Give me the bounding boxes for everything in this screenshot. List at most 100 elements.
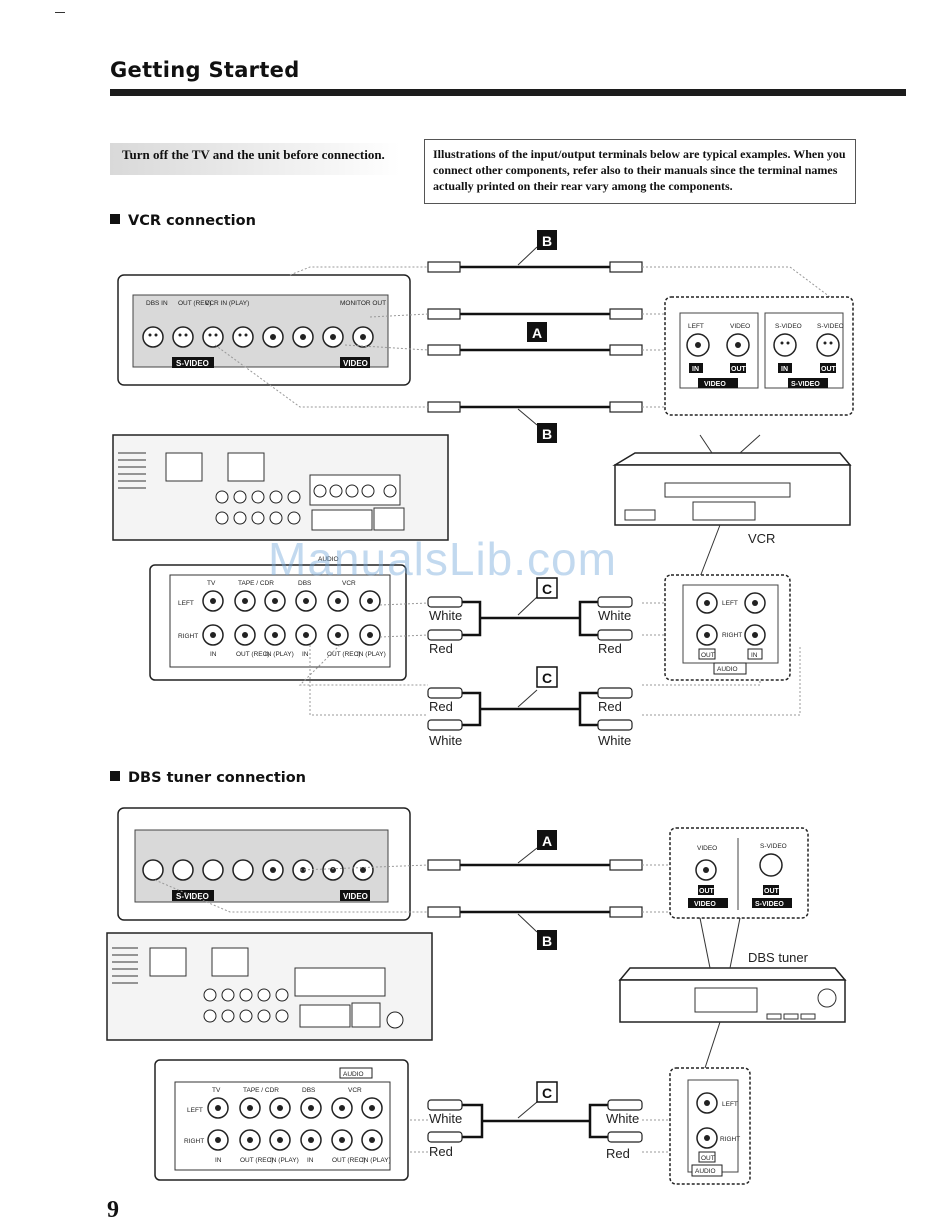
tuner-terminal-panel [669, 827, 809, 919]
vcr-section-heading: VCR connection [110, 213, 256, 229]
monitor-out-label: MONITOR OUT [340, 300, 386, 307]
video-tag: VIDEO [343, 892, 368, 901]
svg-text:LEFT: LEFT [722, 1101, 738, 1108]
svg-text:VIDEO: VIDEO [694, 901, 716, 908]
svg-text:LEFT: LEFT [187, 1107, 203, 1114]
right-label: RIGHT [178, 633, 198, 640]
white-plug-label: White [598, 733, 631, 748]
svg-text:OUT: OUT [731, 366, 747, 373]
audio-label: AUDIO [318, 556, 339, 563]
white-plug-label: White [429, 733, 462, 748]
red-plug-label: Red [598, 641, 622, 656]
svg-text:OUT: OUT [701, 652, 715, 659]
video-cables [460, 265, 610, 409]
cable-c-marker [536, 577, 558, 599]
svg-text:DBS: DBS [302, 1087, 316, 1094]
svg-text:IN (PLAY): IN (PLAY) [270, 1157, 299, 1164]
dbs-connection-diagram: S-VIDEO VIDEO A B VIDEO S-VIDEO OUT OUT … [106, 807, 847, 1185]
left-label: LEFT [178, 600, 194, 607]
svg-text:VCR: VCR [348, 1087, 362, 1094]
tv-label: TV [207, 580, 216, 587]
corner-mark [55, 12, 65, 13]
tuner-svideo-label: S-VIDEO [760, 843, 787, 850]
vcr-label: VCR [342, 580, 356, 587]
out-rec-label: OUT (REC) [327, 651, 360, 658]
svg-text:IN: IN [692, 366, 699, 373]
cable-b-marker [537, 230, 557, 250]
svg-text:AUDIO: AUDIO [695, 1168, 716, 1175]
cable-c-marker [536, 666, 558, 688]
cable-a-marker [527, 322, 547, 342]
svideo-tag: S-VIDEO [176, 359, 209, 368]
svg-text:IN: IN [307, 1157, 314, 1164]
vcr-out-label: OUT (REC) [178, 300, 211, 307]
svideo-jack-icon [232, 326, 254, 348]
vcr-in-label: VCR IN (PLAY) [205, 300, 249, 307]
svg-text:OUT: OUT [764, 888, 780, 895]
svg-text:RIGHT: RIGHT [720, 1136, 740, 1143]
cable-a-marker [537, 830, 557, 850]
audio-cables [462, 1103, 608, 1139]
red-plug-label: Red [429, 699, 453, 714]
svideo-jack-icon [142, 326, 164, 348]
svideo-jack-icon [172, 326, 194, 348]
note-box: Illustrations of the input/output termin… [424, 139, 856, 204]
svg-text:B: B [542, 233, 552, 249]
svg-text:OUT: OUT [699, 888, 715, 895]
svg-text:IN (PLAY): IN (PLAY) [362, 1157, 391, 1164]
page-title: Getting Started [110, 58, 300, 82]
svg-text:TV: TV [212, 1087, 221, 1094]
white-plug-label: White [429, 608, 462, 623]
svg-text:OUT (REC): OUT (REC) [240, 1157, 273, 1164]
vcr-device [612, 452, 852, 466]
vcr-audio-right-label: RIGHT [722, 632, 742, 639]
svg-text:VIDEO: VIDEO [704, 381, 726, 388]
title-rule [110, 89, 906, 96]
in-play-label: IN (PLAY) [357, 651, 386, 658]
vcr-video-label: VIDEO [730, 323, 750, 330]
svg-text:IN: IN [781, 366, 788, 373]
tuner-video-label: VIDEO [697, 845, 717, 852]
red-plug-label: Red [598, 699, 622, 714]
svg-text:A: A [542, 833, 552, 849]
vcr-svideo-label: S-VIDEO [775, 323, 802, 330]
vcr-audio-left-label: LEFT [722, 600, 738, 607]
svg-text:TAPE / CDR: TAPE / CDR [243, 1087, 279, 1094]
dbs-section-heading: DBS tuner connection [110, 770, 306, 786]
svideo-jack-icon [202, 326, 224, 348]
svg-text:AUDIO: AUDIO [717, 666, 738, 673]
white-plug-label: White [598, 608, 631, 623]
in-play-label: IN (PLAY) [265, 651, 294, 658]
red-plug-label: Red [606, 1146, 630, 1161]
svg-text:C: C [542, 581, 552, 597]
svg-text:B: B [542, 933, 552, 949]
bullet-square-icon [110, 214, 120, 224]
red-plug-label: Red [429, 641, 453, 656]
svg-text:IN: IN [751, 652, 758, 659]
cable-c-marker [536, 1081, 558, 1103]
svg-text:C: C [542, 670, 552, 686]
svg-text:RIGHT: RIGHT [184, 1138, 204, 1145]
dbs-in-label: DBS IN [146, 300, 168, 307]
svg-text:OUT: OUT [821, 366, 837, 373]
vcr-device-label: VCR [748, 531, 775, 546]
svg-text:A: A [532, 325, 542, 341]
svg-text:S-VIDEO: S-VIDEO [791, 381, 820, 388]
dbs-label: DBS [298, 580, 312, 587]
svg-text:OUT (REC): OUT (REC) [332, 1157, 365, 1164]
in-label: IN [302, 651, 309, 658]
svg-text:OUT: OUT [701, 1155, 715, 1162]
dbs-tuner-device [618, 967, 847, 981]
audio-label: AUDIO [343, 1071, 364, 1078]
cable-b-marker [537, 423, 557, 443]
svg-text:B: B [542, 426, 552, 442]
tape-cdr-label: TAPE / CDR [238, 580, 274, 587]
dbs-tuner-label: DBS tuner [748, 950, 809, 965]
vcr-left-label: LEFT [688, 323, 704, 330]
warning-text: Turn off the TV and the unit before conn… [110, 143, 400, 175]
cable-b-marker [537, 930, 557, 950]
watermark: ManualsLib.com [268, 533, 617, 585]
vcr-connection-diagram: DBS IN OUT (REC) VCR IN (PLAY) MONITOR O… [112, 230, 854, 748]
svg-text:S-VIDEO: S-VIDEO [755, 901, 784, 908]
page-number: 9 [107, 1197, 119, 1223]
